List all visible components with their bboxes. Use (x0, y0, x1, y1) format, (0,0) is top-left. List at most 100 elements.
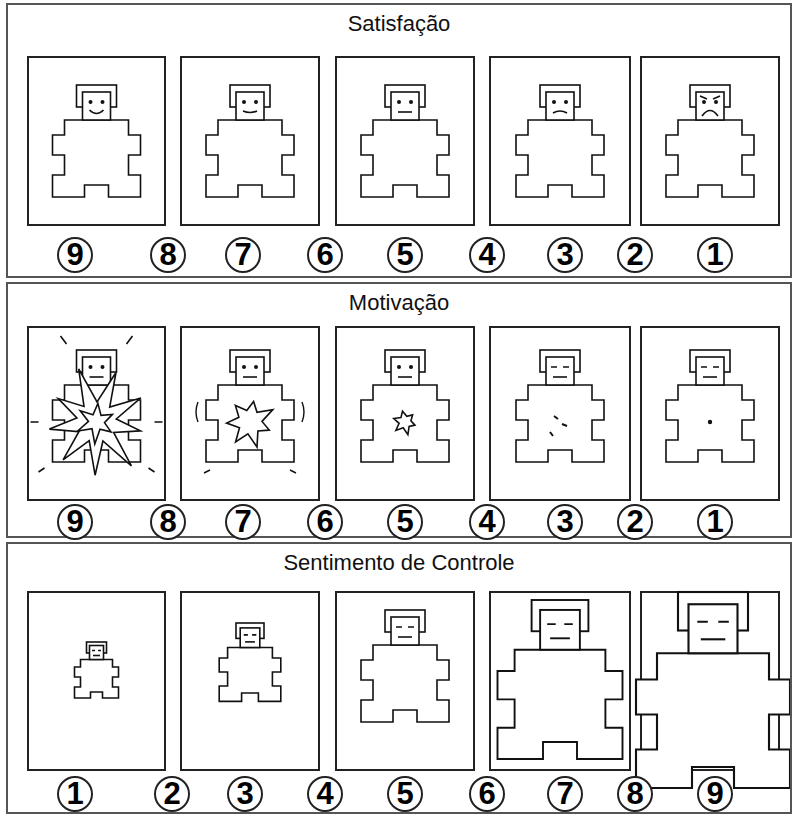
manikin-eye (254, 365, 258, 369)
manikin-mouth (243, 376, 257, 378)
arousal-burst (49, 369, 140, 475)
picture-frame (28, 592, 165, 770)
manikin-face (540, 610, 580, 650)
arousal-burst (78, 403, 113, 444)
scale-number: 9 (697, 776, 733, 812)
manikin-face (696, 92, 724, 120)
action-lines (31, 336, 163, 472)
manikin-body (361, 645, 449, 722)
manikin-mouth (700, 96, 720, 116)
picture-frame (181, 327, 319, 500)
manikin-eyes (701, 366, 719, 368)
manikin-eye (714, 100, 718, 104)
manikin-mouth (93, 655, 100, 657)
manikin-eye (101, 365, 105, 369)
manikin-face (236, 92, 264, 120)
scale-number: 5 (387, 776, 423, 812)
manikin-face (689, 604, 738, 653)
picture-frame (490, 327, 630, 500)
arousal-marks (550, 416, 567, 436)
manikin-mouth (398, 636, 412, 638)
arousal-dot (708, 420, 712, 424)
manikin-eye (409, 100, 413, 104)
manikin-face (83, 357, 111, 385)
manikin-eye (89, 365, 93, 369)
manikin-body (206, 120, 294, 197)
picture-frame (336, 57, 474, 225)
manikin-mouth (553, 376, 567, 378)
scale-number: 3 (227, 776, 263, 812)
manikin-eyes (92, 650, 101, 652)
scale-panel: Sentimento de Controle (6, 542, 792, 814)
manikin-eyes (697, 621, 729, 623)
manikin-eye (242, 100, 246, 104)
manikin-body (53, 120, 141, 197)
manikin-mouth (701, 638, 726, 640)
manikin-face (90, 646, 104, 660)
manikin-body (361, 385, 449, 462)
manikin-eyes (547, 623, 573, 625)
scale-panel: Motivação (6, 282, 792, 538)
manikin-face (391, 357, 419, 385)
scale-number: 2 (154, 776, 190, 812)
manikin-face (546, 92, 574, 120)
manikin-eye (552, 100, 556, 104)
manikin-eye (89, 100, 93, 104)
scale-number: 7 (225, 504, 261, 540)
scale-number: 6 (469, 776, 505, 812)
panel-title: Sentimento de Controle (8, 550, 790, 576)
manikin-eye (702, 100, 706, 104)
manikin-body (498, 650, 623, 759)
scale-number: 5 (387, 237, 423, 273)
manikin-face (391, 617, 419, 645)
picture-frame (641, 57, 779, 225)
scale-number: 3 (547, 504, 583, 540)
picture-frame (641, 327, 779, 500)
scale-number: 2 (617, 504, 653, 540)
picture-frame (336, 592, 474, 770)
picture-frame (336, 327, 474, 500)
scale-number: 9 (57, 504, 93, 540)
manikin-face (696, 357, 724, 385)
scale-number: 7 (225, 237, 261, 273)
manikin-face (546, 357, 574, 385)
manikin-body (516, 120, 604, 197)
scale-number: 6 (307, 504, 343, 540)
manikin-body (75, 660, 119, 699)
manikin-mouth (703, 376, 717, 378)
action-lines (196, 402, 304, 473)
scale-number: 8 (150, 237, 186, 273)
scale-number: 7 (547, 776, 583, 812)
scale-number: 4 (469, 237, 505, 273)
manikin-body (666, 385, 754, 462)
manikin-body (219, 648, 281, 702)
manikin-eyes (551, 366, 569, 368)
manikin-body (361, 120, 449, 197)
manikin-mouth (90, 110, 104, 114)
scale-number: 5 (387, 504, 423, 540)
manikin-eye (409, 365, 413, 369)
picture-frame (28, 57, 165, 225)
manikin-mouth (398, 376, 412, 378)
manikin-eye (242, 365, 246, 369)
manikin-mouth (243, 111, 257, 113)
panel-title: Satisfação (8, 11, 790, 37)
manikin-body (516, 385, 604, 462)
picture-frame (490, 592, 630, 770)
scale-number: 9 (57, 237, 93, 273)
manikin-face (240, 628, 260, 648)
picture-frame (28, 327, 165, 500)
scale-number: 4 (307, 776, 343, 812)
panel-title: Motivação (8, 290, 790, 316)
manikin-body (206, 385, 294, 462)
manikin-eyes (396, 626, 414, 628)
manikin-eye (101, 100, 105, 104)
scale-number: 4 (469, 504, 505, 540)
manikin-eye (564, 100, 568, 104)
manikin-face (236, 357, 264, 385)
picture-frame (490, 57, 630, 225)
manikin-eye (254, 100, 258, 104)
scale-number: 1 (57, 776, 93, 812)
arousal-burst (394, 411, 415, 435)
